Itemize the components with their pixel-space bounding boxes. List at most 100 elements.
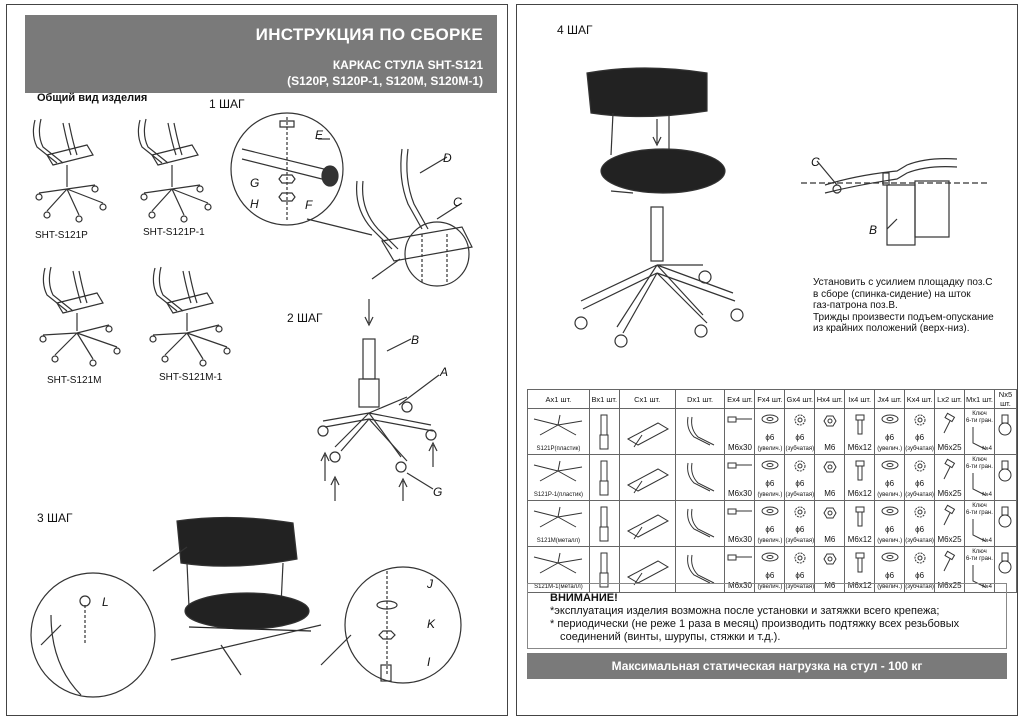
document-subtitle: КАРКАС СТУЛА SHT-S121 (S120P, S120P-1, S… [25,57,483,89]
lockwasher-k-diameter-label: ϕ6 [915,571,925,580]
screw-m6x30-icon [727,462,752,469]
cell-l-screw: M6x25 [934,454,965,501]
hex-key-type: 6-ти гран. [965,510,993,516]
hex-key-name: Ключ [972,457,987,463]
screw-size-label: M6x30 [727,535,752,544]
large-washer-icon [881,460,899,470]
part-label-c-step4: C [811,155,820,169]
lockwasher-type-label: (зубчатая) [785,584,815,590]
cell-h-nut: M6 [814,408,846,455]
nut-size-label: M6 [824,535,836,544]
cell-n-caster [993,546,1017,593]
cell-d-bracket [674,454,726,501]
overview-chair-2-drawing [137,118,212,223]
base-part-icon [534,552,583,574]
base-part-icon [534,506,583,528]
hex-key-type: 6-ти гран. [965,418,993,424]
backrest-bracket-icon [687,508,715,538]
cell-j-washer: ϕ6(увелич.) [874,546,906,593]
left-page: ИНСТРУКЦИЯ ПО СБОРКЕ КАРКАС СТУЛА SHT-S1… [6,4,508,716]
model-label-1: SHT-S121P [35,230,88,241]
nut-icon [823,415,837,427]
cell-e-screw: M6x30 [724,546,756,593]
screw-size-label: M6x30 [727,443,752,452]
gas-lift-icon [599,506,609,542]
part-label-f: F [305,198,313,212]
bolt-size-label: M6x12 [847,489,872,498]
cell-h-nut: M6 [814,454,846,501]
bolt-size-label: M6x12 [847,443,872,452]
col-d-header: Dх1 шт. [674,389,726,409]
warning-line-3: соединений (винты, шурупы, стяжки и т.д.… [560,631,781,643]
part-label-k: K [427,617,436,631]
bolt-m6x12-icon [855,414,865,435]
parts-table: Ах1 шт. Вх1 шт. Сх1 шт. Dх1 шт. Ех4 шт. … [527,389,1017,593]
toothed-washer-icon [794,552,806,564]
part-label-l: L [102,595,109,609]
screw-size-label: M6x30 [727,489,752,498]
subtitle-line-2: (S120P, S120P-1, S120M, S120M-1) [287,74,483,88]
washer-diameter-label: ϕ6 [765,479,775,488]
seat-plate-icon [627,422,670,448]
hex-key-name: Ключ [972,549,987,555]
washer-icon [761,414,779,424]
cell-c-plate [618,454,676,501]
cell-d-bracket [674,408,726,455]
lockwasher-diameter-label: ϕ6 [795,525,805,534]
cell-i-bolt: M6x12 [844,500,876,547]
col-g-header: Gх4 шт. [784,389,816,409]
backrest-bracket-icon [687,462,715,492]
washer-icon [761,552,779,562]
col-m-header: Mх1 шт. [963,389,995,409]
hex-key-size-label: №4 [982,584,992,590]
part-label-g: G [250,176,260,190]
col-e-header: Ех4 шт. [724,389,756,409]
cell-j-washer: ϕ6(увелич.) [874,408,906,455]
col-n-header: Nх5 шт. [993,389,1017,409]
hex-key-size-label: №4 [982,492,992,498]
bolt-m6x12-icon [855,506,865,527]
step-1-label: 1 ШАГ [209,97,245,111]
warning-title: ВНИМАНИЕ! [550,592,618,604]
screw-m6x25-icon [943,504,955,526]
instruction-line-5: из крайних положений (верх-низ). [813,323,970,334]
cell-c-plate [618,500,676,547]
hex-key-icon [972,519,986,542]
col-a-header: Ах1 шт. [527,389,590,409]
step-1-drawing [230,112,473,287]
backrest-bracket-icon [687,554,715,584]
overview-chair-4-drawing [149,266,231,367]
cell-n-caster [993,500,1017,547]
washer-j-diameter-label: ϕ6 [885,479,895,488]
nut-size-label: M6 [824,443,836,452]
part-label-b: B [411,333,420,347]
nut-icon [823,461,837,473]
cell-k-lockwasher: ϕ6(зубчатая) [904,454,936,501]
cell-b-gaslift [588,454,620,501]
col-f-header: Fх4 шт. [754,389,786,409]
document-title: ИНСТРУКЦИЯ ПО СБОРКЕ [255,25,483,44]
cell-k-lockwasher: ϕ6(зубчатая) [904,500,936,547]
cell-d-bracket [674,500,726,547]
instruction-line-3: газ-патрона поз.В. [813,300,898,311]
bolt-size-label: M6x12 [847,535,872,544]
lockwasher-diameter-label: ϕ6 [795,479,805,488]
step-4-label: 4 ШАГ [557,23,593,37]
hex-key-name: Ключ [972,503,987,509]
part-label-i: I [427,655,431,669]
instruction-line-4: Трижды произвести подъем-опускание [813,311,994,323]
cell-l-screw: M6x25 [934,408,965,455]
col-i-header: Iх4 шт. [844,389,876,409]
col-j-header: Jх4 шт. [874,389,906,409]
cell-f-washer: ϕ6(увелич.) [754,500,786,547]
screw-l-size-label: M6x25 [937,443,962,452]
seat-plate-icon [627,514,670,540]
gas-lift-icon [599,552,609,588]
cell-a-base: S121M(металл) [527,500,590,547]
hex-key-icon [972,473,986,496]
subtitle-line-1: КАРКАС СТУЛА SHT-S121 [332,58,483,72]
screw-l-size-label: M6x25 [937,581,962,590]
hex-key-type: 6-ти гран. [965,464,993,470]
overview-label: Общий вид изделия [37,92,148,104]
